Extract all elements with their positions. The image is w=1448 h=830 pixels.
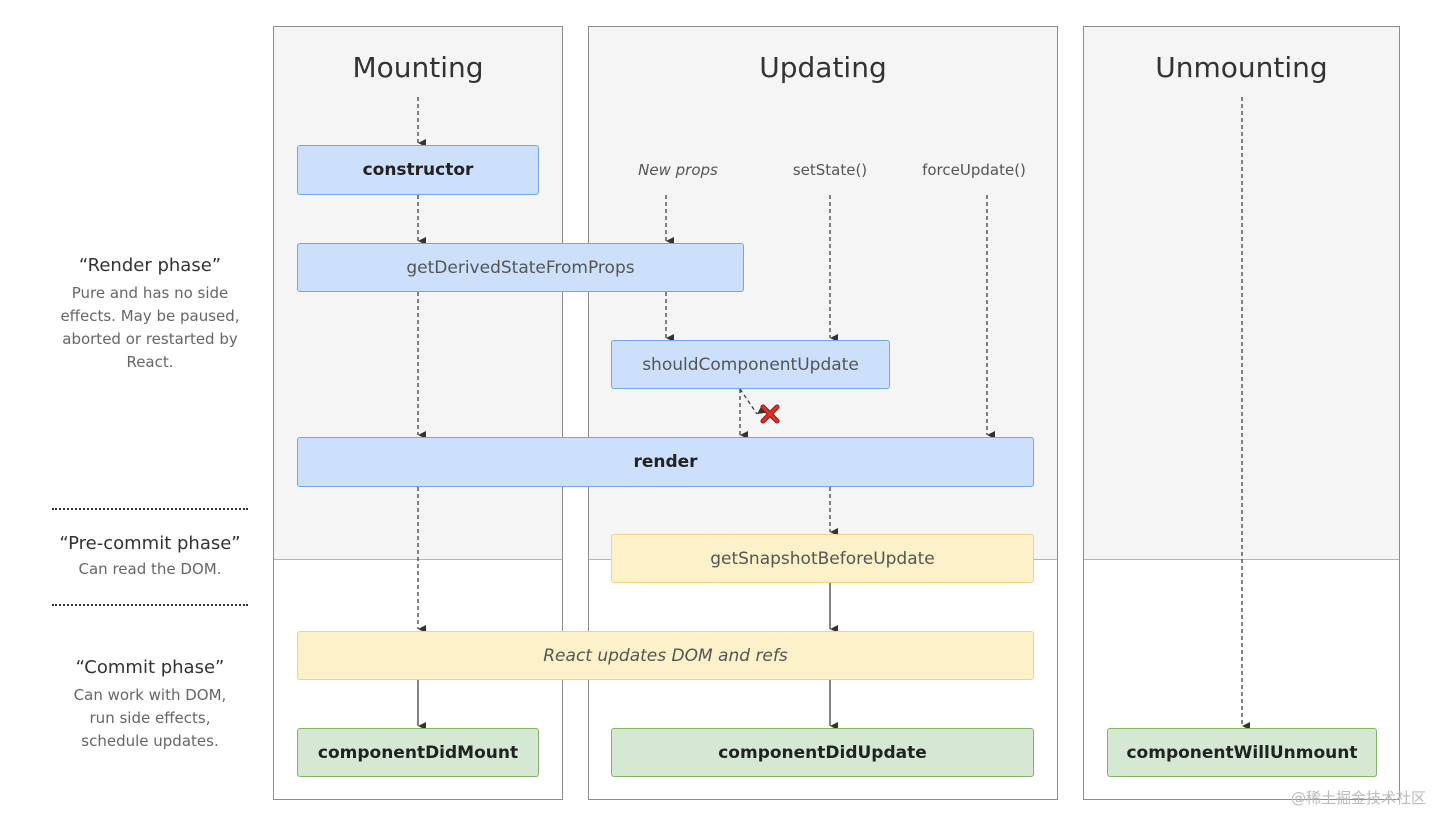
arrow [739,388,766,415]
should-component-update-box: shouldComponentUpdate [611,340,890,389]
snapshot-box: getSnapshotBeforeUpdate [611,534,1034,583]
render-phase-title: “Render phase” [78,255,222,276]
render-box: render [297,437,1034,487]
component-did-mount-box: componentDidMount [297,728,539,777]
get-derived-state-box: getDerivedStateFromProps [297,243,744,292]
constructor-box: constructor [297,145,539,195]
render-phase-label: “Render phase” Pure and has no side effe… [40,255,260,374]
precommit-phase-label: “Pre-commit phase” Can read the DOM. [40,533,260,581]
cancel-icon [760,404,780,424]
phase-separator [52,604,248,606]
updating-title: Updating [759,51,887,84]
force-update-label: forceUpdate() [922,161,1026,179]
unmounting-title: Unmounting [1155,51,1328,84]
watermark: @稀土掘金技术社区 [1290,789,1426,807]
component-did-update-box: componentDidUpdate [611,728,1034,777]
render-phase-desc: Pure and has no side effects. May be pau… [60,284,240,371]
precommit-phase-title: “Pre-commit phase” [59,533,241,554]
precommit-phase-desc: Can read the DOM. [78,560,222,578]
new-props-label: New props [638,161,718,179]
set-state-label: setState() [792,161,868,179]
mounting-title: Mounting [352,51,484,84]
phase-separator [52,508,248,510]
component-will-unmount-box: componentWillUnmount [1107,728,1377,777]
commit-phase-desc: Can work with DOM, run side effects, sch… [73,686,227,750]
commit-phase-title: “Commit phase” [75,657,225,678]
dom-update-box: React updates DOM and refs [297,631,1034,680]
commit-phase-label: “Commit phase” Can work with DOM, run si… [40,657,260,753]
